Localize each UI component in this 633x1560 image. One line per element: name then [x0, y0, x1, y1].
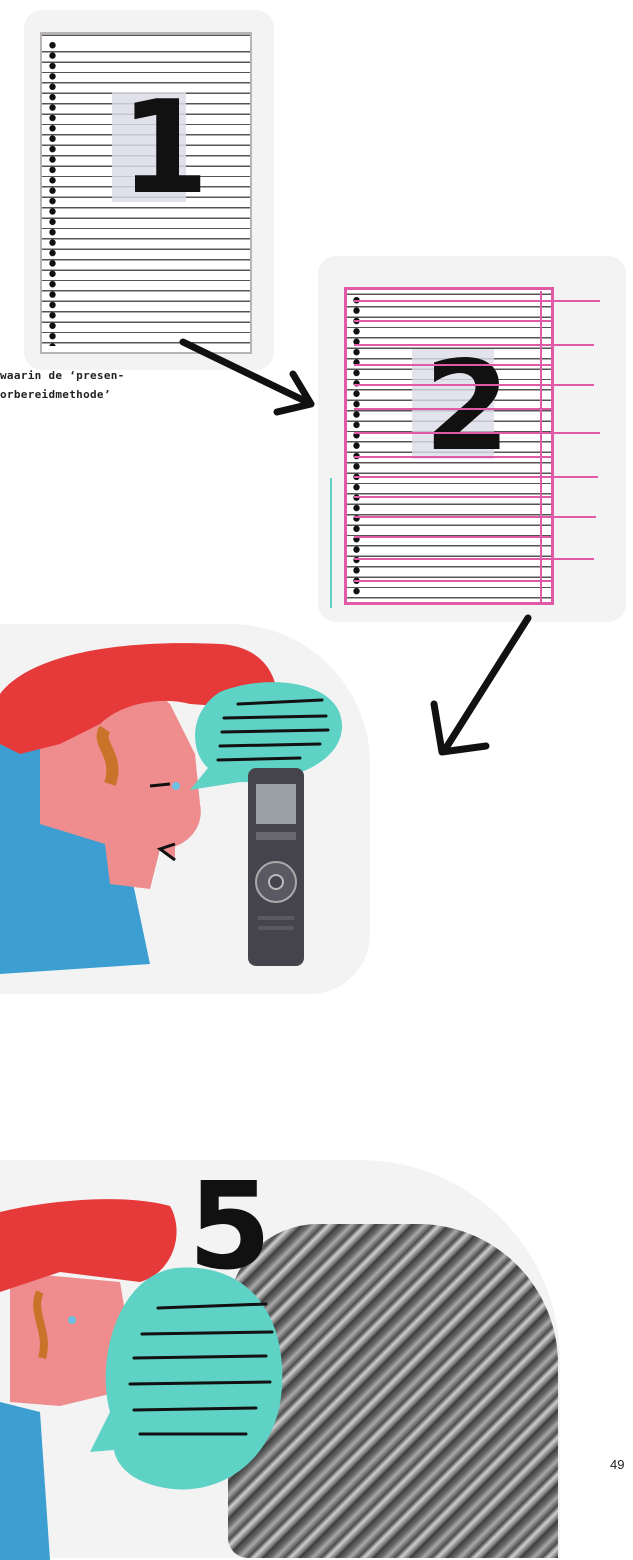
- voice-recorder-icon: [246, 766, 306, 970]
- caption-line-2: orbereidmethode’: [0, 388, 111, 401]
- arrow-left-down-icon: [420, 600, 550, 780]
- caption: waarin de ‘presen- orbereidmethode’: [0, 366, 125, 404]
- page-number: 49: [610, 1457, 624, 1472]
- arrow-right-down-icon: [175, 330, 325, 420]
- caption-line-1: waarin de ‘presen-: [0, 369, 125, 382]
- notebook-two-teal-margin: [330, 478, 332, 608]
- notebook-two-pink-annotations: [344, 287, 614, 607]
- speech-bubble-icon-two: [86, 1262, 290, 1506]
- notebook-one-number: 1: [120, 74, 209, 224]
- notebook-one-spiral: [48, 40, 57, 346]
- notebook-one: 1: [40, 32, 252, 354]
